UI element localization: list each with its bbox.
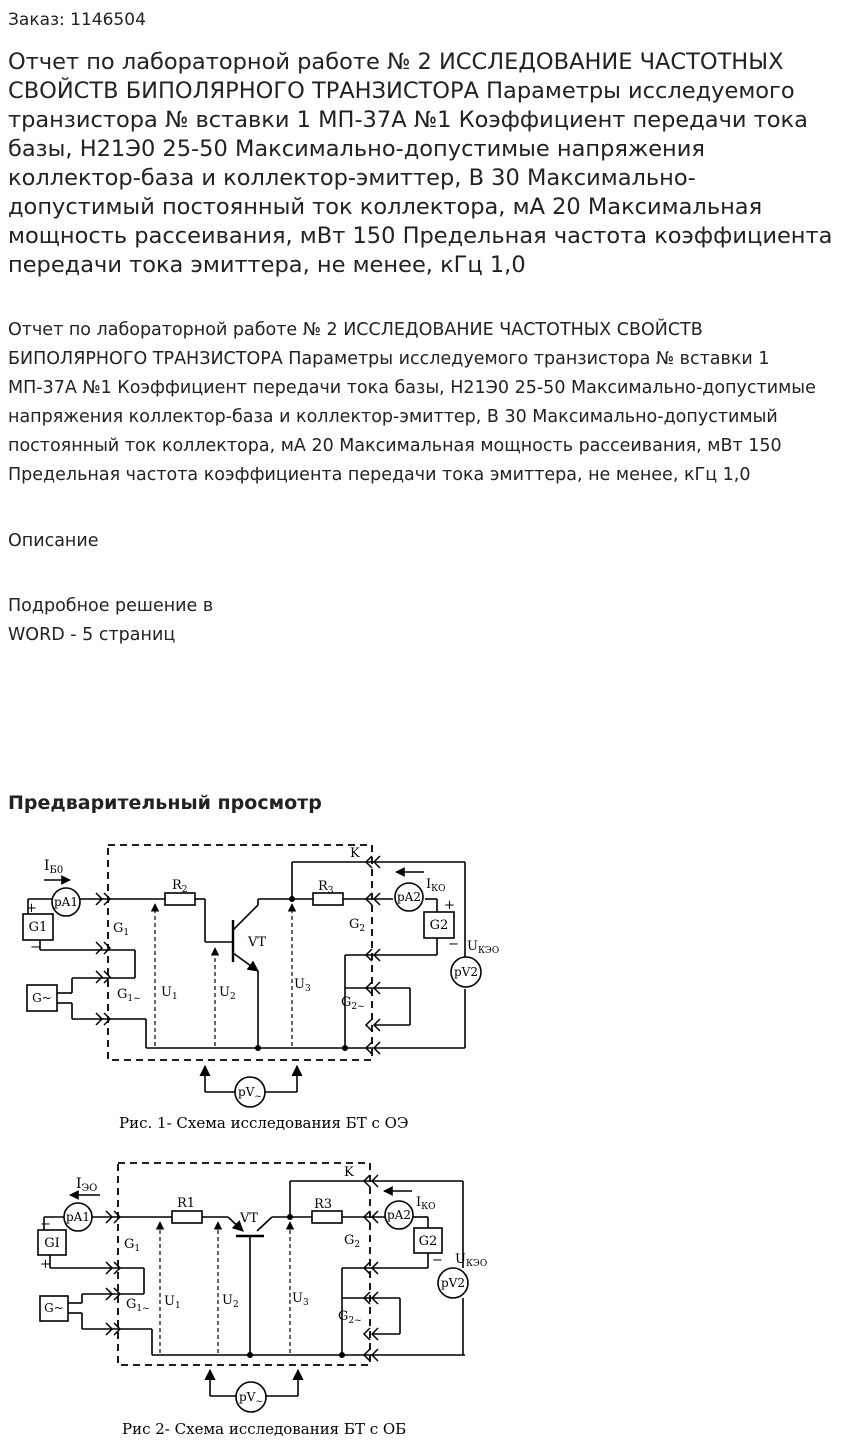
pa1-meter: pA1: [54, 895, 78, 909]
svg-text:K: K: [350, 846, 360, 861]
figure1-schematic: IБ0 pA1 + G1 − G~ G1 G1~ R2 U1 U2 VT U3 …: [22, 844, 499, 1108]
g2-source: G2: [430, 918, 449, 933]
svg-text:G2: G2: [349, 917, 365, 934]
svg-text:G2: G2: [344, 1233, 360, 1250]
svg-text:UКЭО: UКЭО: [467, 939, 499, 956]
description-heading: Описание: [8, 531, 99, 551]
svg-text:G1: G1: [124, 1237, 140, 1254]
svg-text:IКО: IКО: [416, 1195, 435, 1212]
pa1-meter: pA1: [66, 1210, 90, 1224]
vt-label: VT: [247, 935, 266, 950]
svg-text:pV~: pV~: [238, 1085, 262, 1102]
ie-label: I: [76, 1176, 82, 1192]
svg-text:U1: U1: [161, 985, 178, 1002]
svg-text:IБ0: IБ0: [44, 858, 63, 876]
svg-text:U1: U1: [164, 1294, 181, 1311]
figure2-caption: Рис 2- Схема исследования БТ с ОБ: [122, 1420, 407, 1438]
svg-text:+: +: [40, 1257, 51, 1272]
g1-source: G1: [29, 920, 48, 935]
svg-text:U2: U2: [222, 1293, 239, 1310]
g2-source: G2: [419, 1234, 438, 1249]
svg-text:−: −: [30, 940, 41, 955]
svg-text:+: +: [444, 898, 455, 913]
svg-text:G2~: G2~: [338, 1309, 362, 1326]
svg-text:G1~: G1~: [117, 987, 141, 1004]
svg-text:−: −: [448, 937, 459, 952]
pa2-meter: pA2: [397, 890, 421, 904]
r1-label: R1: [177, 1196, 195, 1211]
page-title: Отчет по лабораторной работе № 2 ИССЛЕДО…: [8, 49, 833, 278]
svg-text:G1~: G1~: [126, 1297, 150, 1314]
gi-source: GI: [44, 1236, 60, 1251]
pv2-meter: pV2: [454, 965, 478, 979]
preview-heading: Предварительный просмотр: [8, 792, 322, 814]
figure1-caption: Рис. 1- Схема исследования БТ с ОЭ: [119, 1114, 409, 1132]
svg-text:U2: U2: [219, 985, 236, 1002]
r3-label: R3: [314, 1197, 332, 1212]
solution-details: Подробное решение в WORD - 5 страниц: [8, 592, 213, 650]
svg-text:IКО: IКО: [426, 877, 445, 894]
svg-text:K: K: [344, 1165, 354, 1180]
solution-format: Подробное решение в: [8, 596, 214, 616]
order-number: Заказ: 1146504: [8, 10, 146, 30]
pv-meter: pV: [238, 1085, 255, 1099]
vt-label: VT: [239, 1211, 258, 1226]
r3-label: R: [318, 879, 329, 894]
solution-pages: WORD - 5 страниц: [8, 625, 176, 645]
pv2-meter: pV2: [441, 1276, 465, 1290]
pv-meter: pV: [239, 1390, 256, 1404]
figure2-schematic: IЭО pA1 − GI + G~ G1 G1~ R1 U1 U2 VT U3 …: [37, 1162, 487, 1413]
gac-source: G~: [32, 991, 52, 1005]
svg-text:−: −: [432, 1253, 443, 1268]
description-text: Отчет по лабораторной работе № 2 ИССЛЕДО…: [8, 320, 816, 485]
svg-text:+: +: [26, 901, 37, 916]
svg-text:pV~: pV~: [239, 1390, 263, 1407]
pa2-meter: pA2: [387, 1208, 411, 1222]
r2-label: R: [172, 878, 183, 893]
svg-text:R2: R2: [172, 878, 188, 895]
svg-text:G2~: G2~: [341, 995, 365, 1012]
svg-text:−: −: [40, 1217, 51, 1232]
ib-label: I: [44, 858, 50, 874]
svg-text:U3: U3: [292, 1291, 309, 1308]
svg-text:UКЭО: UКЭО: [455, 1252, 487, 1269]
svg-text:U3: U3: [294, 977, 311, 994]
svg-text:G1: G1: [113, 921, 129, 938]
svg-text:R3: R3: [318, 879, 334, 896]
gac-source: G~: [44, 1301, 64, 1315]
svg-text:IЭО: IЭО: [76, 1176, 97, 1194]
